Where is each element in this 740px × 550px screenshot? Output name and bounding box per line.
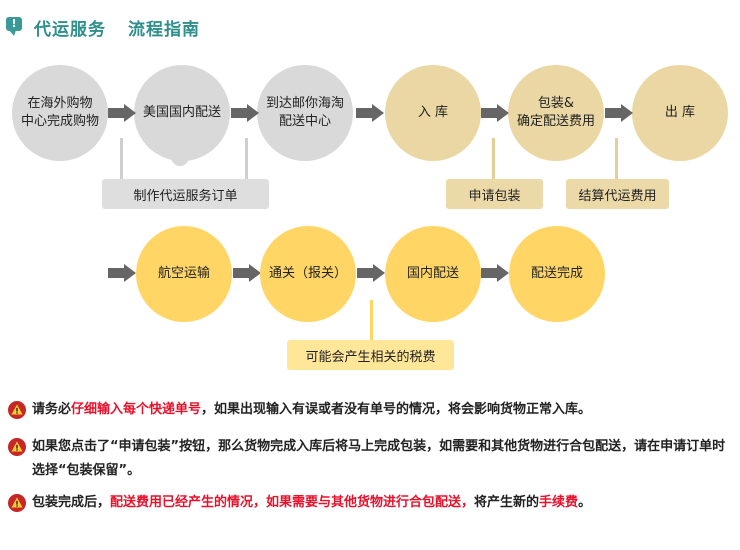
callout-line: [370, 300, 373, 342]
info-bubble-icon: !: [6, 17, 24, 37]
step-domestic-delivery: 国内配送: [385, 226, 481, 322]
callout-line: [492, 138, 495, 180]
step-customs: 通关（报关）: [260, 226, 356, 322]
section-header: ! 代运服务 流程指南: [6, 14, 200, 40]
right-arrow-icon: [108, 104, 136, 122]
step-delivered: 配送完成: [509, 226, 605, 322]
warning-triangle-icon: [8, 494, 26, 512]
step-packing-fee: 包装& 确定配送费用: [508, 65, 604, 161]
callout-line: [615, 138, 618, 180]
step-warehouse-out: 出 库: [632, 65, 728, 161]
page-title: 代运服务: [34, 19, 106, 40]
right-arrow-icon: [356, 104, 384, 122]
step-arrive-center: 到达邮你海淘 配送中心: [257, 65, 353, 161]
step-air-transport: 航空运输: [136, 226, 232, 322]
note-1: 请务必仔细输入每个快递单号，如果出现输入有误或者没有单号的情况，将会影响货物正常…: [8, 398, 732, 422]
warning-triangle-icon: [8, 401, 26, 419]
note-3: 包装完成后，配送费用已经产生的情况，如果需要与其他货物进行合包配送，将产生新的手…: [8, 491, 732, 515]
page-subtitle: 流程指南: [128, 19, 200, 40]
step-us-delivery: 美国国内配送: [134, 65, 230, 161]
highlight-text: 手续费: [539, 495, 579, 510]
right-arrow-icon: [233, 264, 261, 282]
node-connector: [171, 154, 189, 166]
step-shopping: 在海外购物 中心完成购物: [12, 65, 108, 161]
right-arrow-icon: [481, 104, 509, 122]
highlight-text: 配送费用已经产生的情况，如果需要与其他货物进行合包配送，: [110, 495, 475, 510]
step-warehouse-in: 入 库: [385, 65, 481, 161]
callout-line: [245, 138, 248, 180]
right-arrow-icon: [605, 104, 633, 122]
callout-settle-fee: 结算代运费用: [566, 179, 669, 209]
callout-pack-request: 申请包装: [446, 179, 543, 209]
warning-triangle-icon: [8, 438, 26, 456]
right-arrow-icon: [231, 104, 259, 122]
callout-line: [120, 138, 123, 180]
callout-create-order: 制作代运服务订单: [102, 179, 269, 209]
note-2: 如果您点击了“申请包装”按钮，那么货物完成入库后将马上完成包装，如需要和其他货物…: [8, 435, 732, 483]
highlight-text: 仔细输入每个快递单号: [71, 402, 202, 417]
right-arrow-icon: [481, 264, 509, 282]
right-arrow-icon: [357, 264, 385, 282]
right-arrow-icon: [108, 264, 136, 282]
callout-tax: 可能会产生相关的税费: [287, 340, 454, 370]
